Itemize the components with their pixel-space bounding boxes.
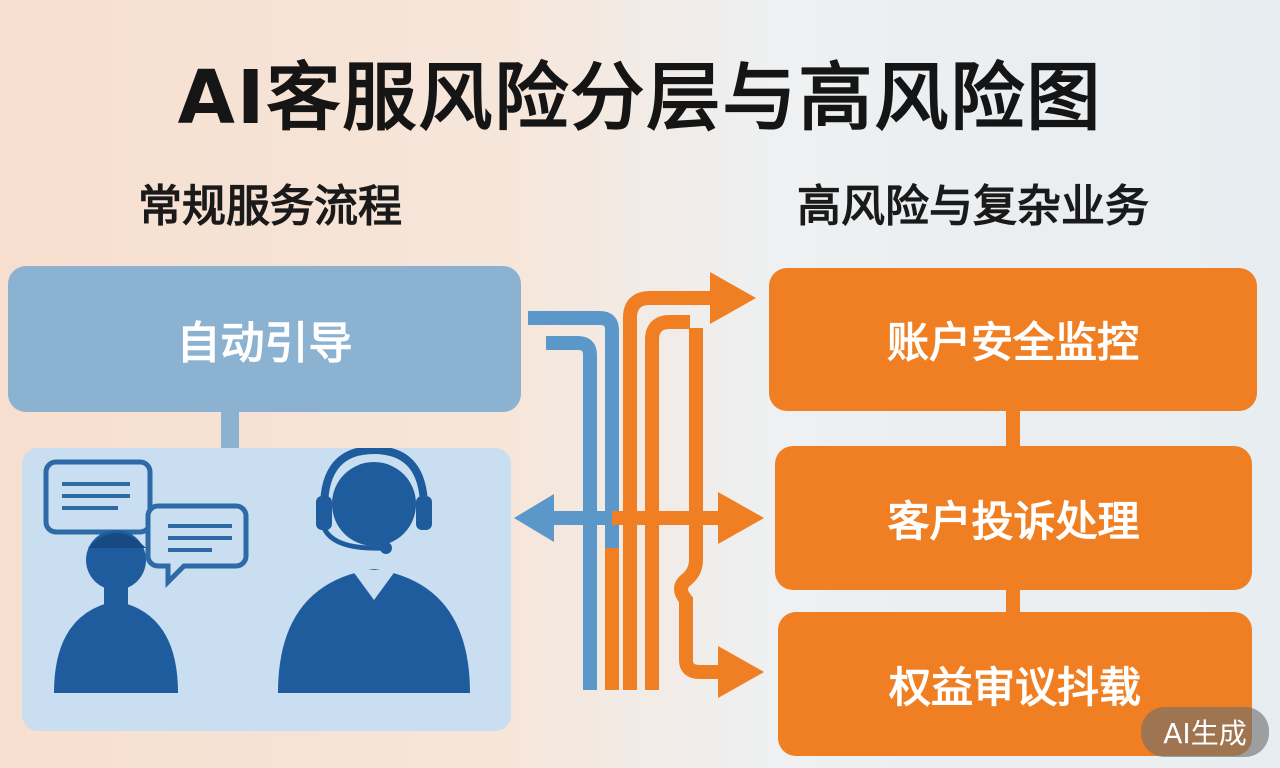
orange-connector — [1006, 409, 1020, 449]
blue-connector — [221, 410, 239, 452]
service-illustration — [43, 448, 470, 693]
account-security-box: 账户安全监控 — [769, 268, 1257, 411]
rights-review-label: 权益审议抖载 — [888, 662, 1141, 712]
orange-connector — [1006, 588, 1020, 614]
orange-arrowhead-icon — [718, 646, 764, 698]
complaint-handling-label: 客户投诉处理 — [887, 496, 1140, 546]
orange-flow-line — [674, 328, 726, 679]
orange-arrowhead-icon — [710, 272, 756, 324]
auto-guide-label: 自动引导 — [176, 318, 353, 369]
auto-guide-box: 自动引导 — [8, 266, 521, 412]
complaint-handling-box: 客户投诉处理 — [775, 446, 1252, 590]
headset-agent-icon — [278, 448, 470, 693]
chat-bubble-icon — [145, 503, 249, 589]
orange-flow-line — [623, 291, 718, 690]
page-title: AI客服风险分层与高风险图 — [177, 55, 1103, 141]
orange-arrowhead-icon — [718, 492, 764, 544]
right-heading: 高风险与复杂业务 — [797, 181, 1149, 232]
chat-bubble-icon — [43, 459, 153, 535]
blue-flow-line — [528, 311, 619, 690]
ai-generated-badge: AI生成 — [1141, 707, 1269, 757]
left-heading: 常规服务流程 — [138, 181, 402, 232]
blue-flow-line — [546, 336, 597, 690]
service-illustration-panel — [22, 448, 511, 731]
rights-review-box: 权益审议抖载 — [778, 612, 1252, 756]
user-icon — [54, 530, 178, 693]
account-security-label: 账户安全监控 — [886, 318, 1139, 367]
orange-flow-line — [645, 315, 690, 690]
blue-arrowhead-icon — [514, 494, 554, 542]
